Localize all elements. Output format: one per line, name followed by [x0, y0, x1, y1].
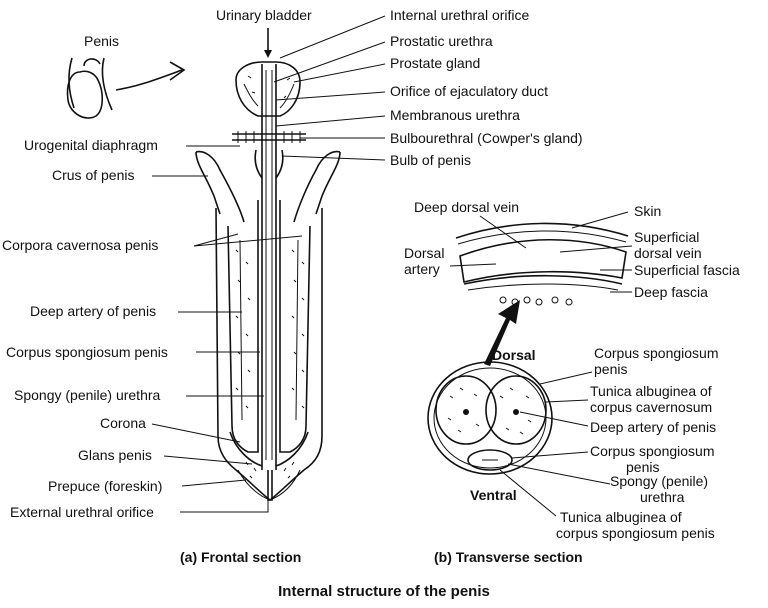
figure-title: Internal structure of the penis [278, 583, 490, 600]
label-external-urethral-orifice: External urethral orifice [10, 504, 154, 520]
caption-transverse: (b) Transverse section [434, 549, 583, 565]
label-ts-corpus-spongiosum-1: Corpus spongiosum [594, 345, 719, 361]
label-superficial-dorsal-vein-2: dorsal vein [634, 245, 702, 261]
label-ts-deep-artery: Deep artery of penis [590, 419, 716, 435]
label-dorsal-artery-1: Dorsal [404, 245, 444, 261]
label-deep-artery: Deep artery of penis [30, 303, 156, 319]
captions: (a) Frontal section (b) Transverse secti… [180, 549, 583, 600]
frontal-leader-lines [151, 15, 386, 513]
penis-icon [66, 57, 113, 119]
label-prepuce: Prepuce (foreskin) [48, 478, 162, 494]
label-superficial-dorsal-vein-1: Superficial [634, 229, 699, 245]
label-ts-spongy-urethra-1: Spongy (penile) [610, 473, 708, 489]
label-membranous-urethra: Membranous urethra [390, 107, 520, 123]
transverse-circle-drawing [427, 361, 553, 475]
label-tunica-spongiosum-1: Tunica albuginea of [560, 509, 682, 525]
label-crus-of-penis: Crus of penis [52, 167, 134, 183]
label-glans-penis: Glans penis [78, 447, 152, 463]
dorsal-arrow-icon [484, 300, 520, 366]
label-skin: Skin [634, 203, 661, 219]
label-internal-urethral-orifice: Internal urethral orifice [390, 7, 530, 23]
label-urinary-bladder: Urinary bladder [216, 7, 312, 23]
label-ts-spongy-urethra-2: urethra [640, 489, 685, 505]
label-corona: Corona [100, 415, 146, 431]
label-superficial-fascia: Superficial fascia [634, 262, 740, 278]
label-deep-fascia: Deep fascia [634, 284, 708, 300]
label-bulb-of-penis: Bulb of penis [390, 152, 471, 168]
label-ts-corpus-spongiosum-2: penis [594, 361, 627, 377]
label-prostate-gland: Prostate gland [390, 55, 480, 71]
label-corpora-cavernosa: Corpora cavernosa penis [2, 237, 158, 253]
label-corpus-spongiosum: Corpus spongiosum penis [6, 344, 168, 360]
label-spongy-urethra: Spongy (penile) urethra [14, 387, 161, 403]
label-penis: Penis [84, 33, 119, 49]
label-orifice-ejaculatory-duct: Orifice of ejaculatory duct [390, 83, 548, 99]
label-tunica-spongiosum-2: corpus spongiosum penis [556, 525, 715, 541]
frontal-labels: Penis Urinary bladder Internal urethral … [2, 7, 583, 520]
label-prostatic-urethra: Prostatic urethra [390, 33, 493, 49]
transverse-leader-lines [449, 211, 633, 517]
label-tunica-cavernosum-2: corpus cavernosum [590, 399, 712, 415]
label-tunica-cavernosum-1: Tunica albuginea of [590, 383, 712, 399]
label-ts-corpus-spongiosum-b1: Corpus spongiosum [590, 443, 715, 459]
label-deep-dorsal-vein: Deep dorsal vein [414, 199, 519, 215]
label-bulbourethral: Bulbourethral (Cowper's gland) [390, 130, 583, 146]
frontal-section-drawing [195, 28, 341, 502]
label-dorsal: Dorsal [492, 347, 536, 363]
pointer-arrow-icon [115, 61, 186, 91]
caption-frontal: (a) Frontal section [180, 549, 301, 565]
label-ts-corpus-spongiosum-b2: penis [626, 459, 659, 475]
label-dorsal-artery-2: artery [404, 261, 440, 277]
label-urogenital-diaphragm: Urogenital diaphragm [24, 137, 158, 153]
transverse-labels: Deep dorsal vein Skin Dorsal artery Supe… [404, 199, 740, 541]
label-ventral: Ventral [470, 487, 517, 503]
